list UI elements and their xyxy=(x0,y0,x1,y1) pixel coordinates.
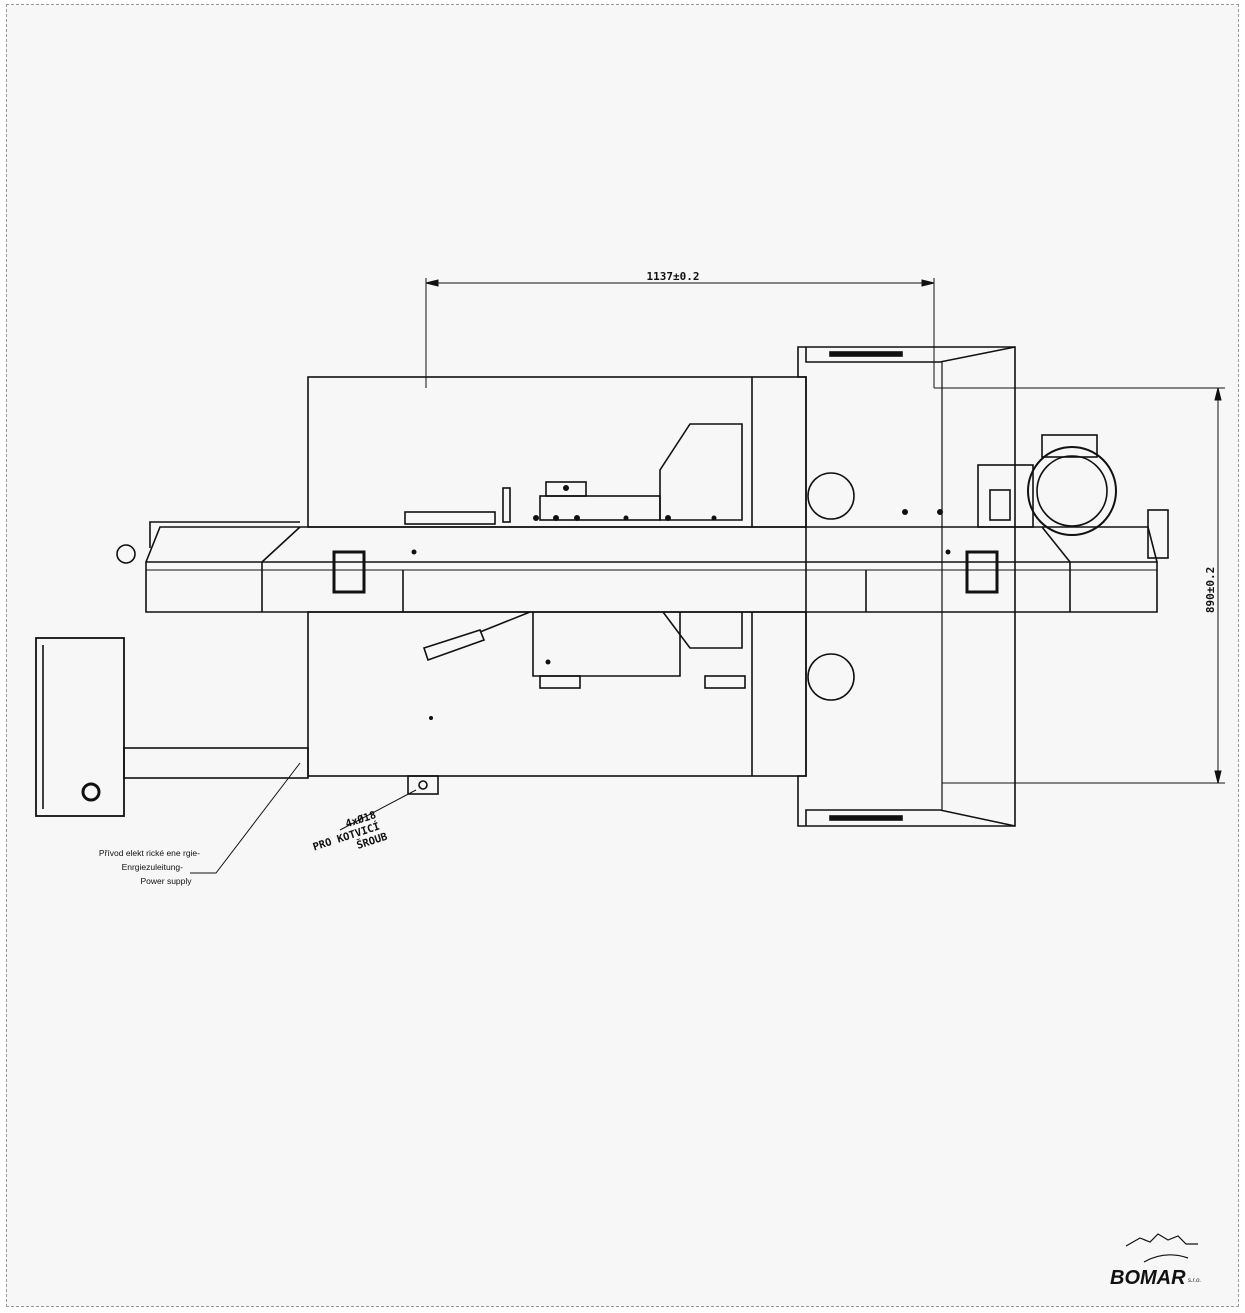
power-supply-label-cz: Přívod elekt rické ene rgie- xyxy=(99,848,200,858)
anchor-lug xyxy=(407,775,439,795)
lever-handle xyxy=(422,629,486,662)
control-knob xyxy=(81,782,101,802)
main-table xyxy=(145,561,1158,613)
right-frame xyxy=(797,346,1016,827)
clamp-right xyxy=(965,550,999,594)
control-box xyxy=(35,637,125,817)
dimension-height xyxy=(942,387,1225,784)
bomar-logo: BOMAR s.r.o. xyxy=(1110,1233,1201,1289)
drawing-sheet xyxy=(6,4,1239,1307)
upper-body xyxy=(307,376,807,528)
motor xyxy=(1027,446,1117,536)
power-supply-label-en: Power supply xyxy=(140,876,192,886)
clamp-left xyxy=(332,550,366,594)
lower-body xyxy=(307,611,807,777)
upper-mechanism xyxy=(659,423,743,521)
dimension-width xyxy=(425,278,1225,389)
dimension-width-label: 1137±0.2 xyxy=(647,270,700,283)
round-hole-lower xyxy=(807,653,855,701)
dimension-height-label: 890±0.2 xyxy=(1204,567,1217,613)
round-hole-upper xyxy=(807,472,855,520)
anchor-note: 4xØ18 PRO KOTVICÍ ŠROUB xyxy=(311,809,389,853)
lower-mechanism xyxy=(532,612,681,677)
power-supply-label-de: Enrgiezuleitung- xyxy=(122,862,184,872)
svg-text:BOMAR: BOMAR xyxy=(1110,1267,1186,1289)
svg-text:s.r.o.: s.r.o. xyxy=(1188,1278,1201,1284)
